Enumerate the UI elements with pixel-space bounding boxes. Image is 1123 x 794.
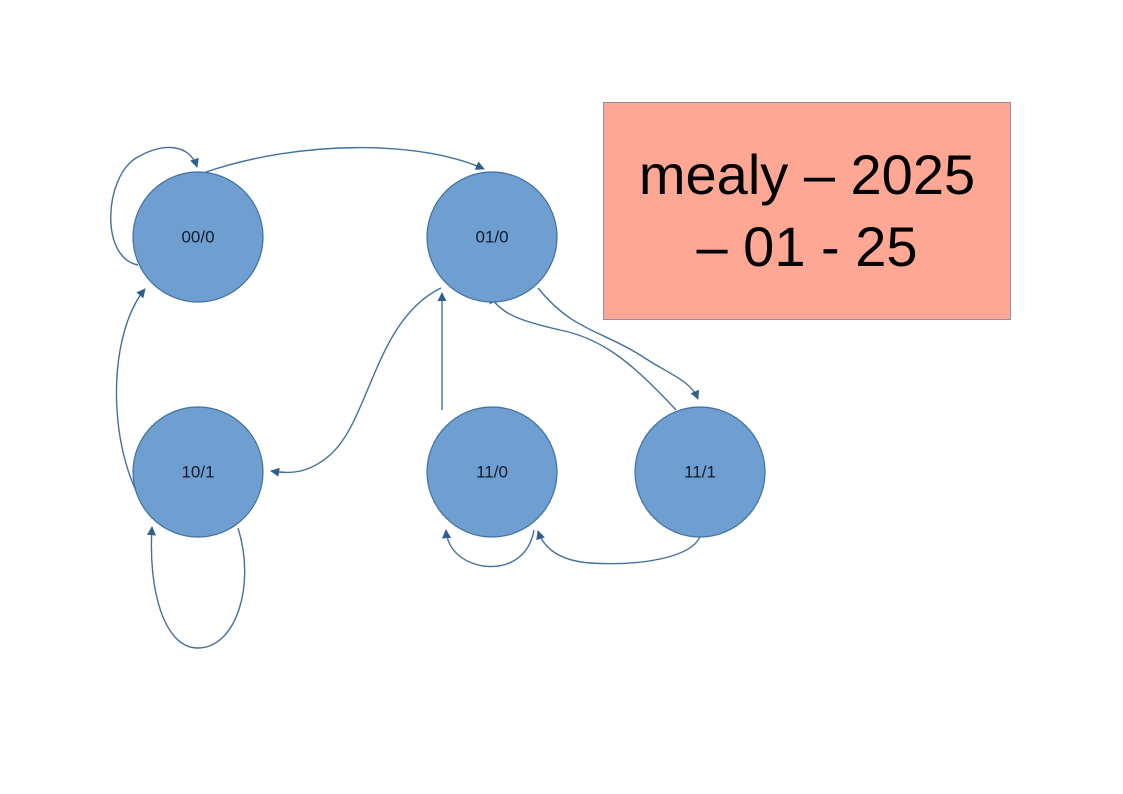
state-node-01-0[interactable]: 01/0 bbox=[426, 171, 558, 303]
edge-11-1-to-11-0 bbox=[536, 530, 701, 565]
edge-01-0-to-11-1 bbox=[537, 287, 700, 400]
edge-01-0-to-10-1 bbox=[270, 287, 442, 477]
state-circle-01-0[interactable] bbox=[426, 171, 558, 303]
state-node-00-0[interactable]: 00/0 bbox=[132, 171, 264, 303]
state-circle-11-1[interactable] bbox=[634, 406, 766, 538]
edge-10-1-self-loop bbox=[146, 526, 246, 649]
state-node-11-0[interactable]: 11/0 bbox=[426, 406, 558, 538]
state-label-00-0: 00/0 bbox=[181, 227, 214, 246]
state-circle-10-1[interactable] bbox=[132, 406, 264, 538]
title-box-text: mealy – 2025 – 01 - 25 bbox=[638, 143, 991, 278]
state-node-10-1[interactable]: 10/1 bbox=[132, 406, 264, 538]
state-label-11-1: 11/1 bbox=[684, 462, 716, 481]
state-label-11-0: 11/0 bbox=[476, 462, 508, 481]
state-label-10-1: 10/1 bbox=[181, 462, 214, 481]
state-circle-11-0[interactable] bbox=[426, 406, 558, 538]
state-circle-00-0[interactable] bbox=[132, 171, 264, 303]
edge-00-0-self-loop bbox=[110, 146, 199, 266]
title-box[interactable]: mealy – 2025 – 01 - 25 bbox=[603, 102, 1011, 320]
state-node-11-1[interactable]: 11/1 bbox=[634, 406, 766, 538]
edge-00-0-to-01-0 bbox=[205, 146, 485, 173]
state-label-01-0: 01/0 bbox=[475, 227, 508, 246]
edge-11-1-to-01-0 bbox=[489, 294, 677, 411]
edge-11-0-self-loop bbox=[442, 529, 535, 568]
